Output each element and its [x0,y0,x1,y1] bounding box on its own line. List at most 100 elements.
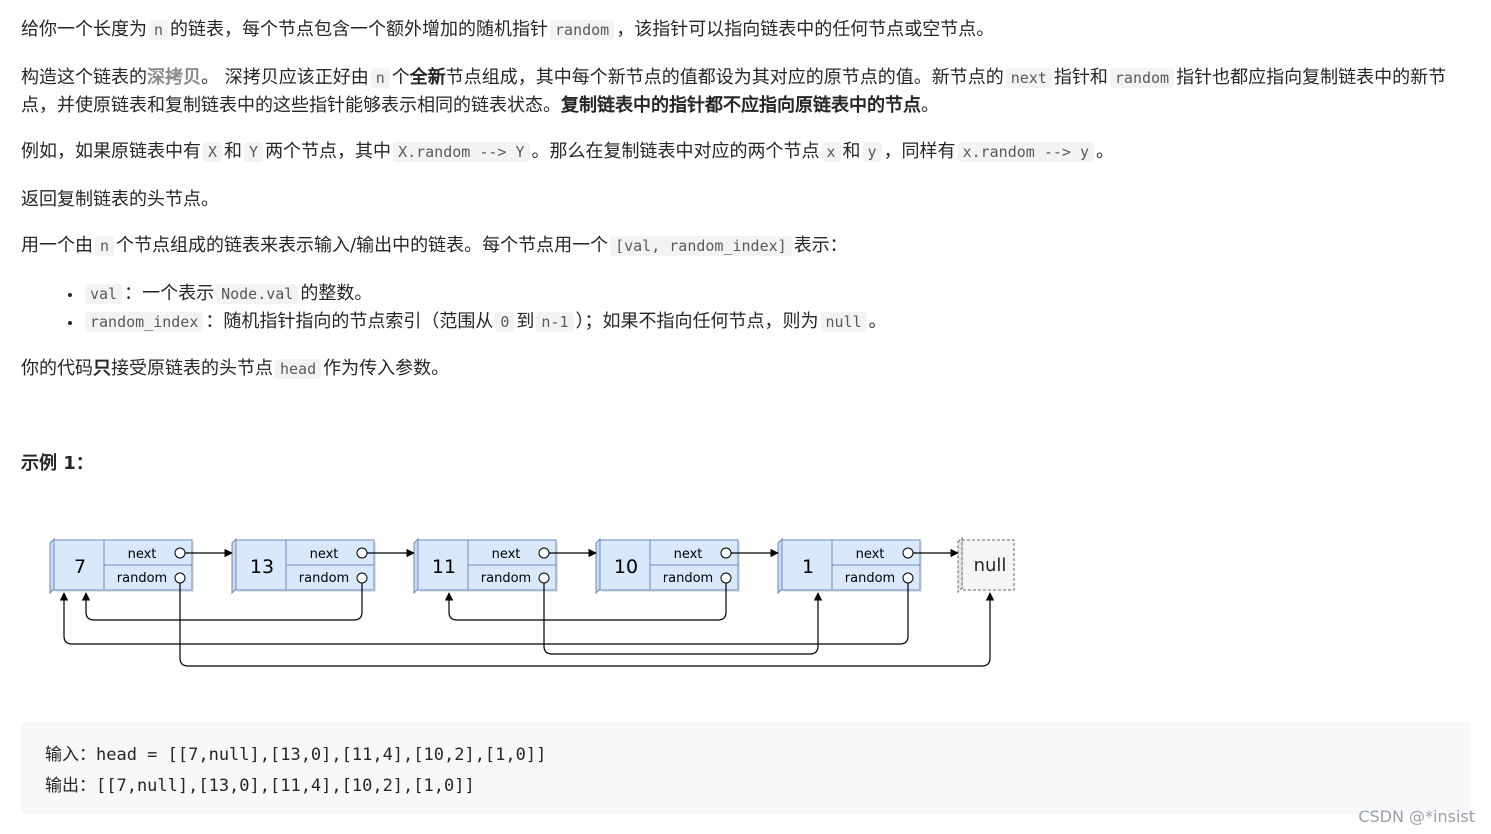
null-label: null [974,555,1007,576]
text: 你的代码 [21,358,93,379]
text: ）；如果不指向任何节点，则为 [575,311,819,332]
text: 。 [868,311,887,332]
inline-code: random [1109,68,1175,88]
linked-list-diagram: 7 next random 13 next random 11 next random 10 nex… [49,536,1015,667]
inline-code: y [862,142,882,162]
text: 给你一个长度为 [21,19,147,40]
inline-code: n [149,20,169,40]
emphasis: 复制链表中的指针都不应指向原链表中的节点 [561,95,921,116]
next-pointer-dot [902,547,914,559]
random-arrow [444,583,727,621]
text: 。 深拷贝应该正好由 [201,67,369,88]
text: 节点组成，其中每个新节点的值都设为其对应的原节点的值。新节点的 [445,67,1004,88]
inline-code: Y [244,142,264,162]
input-line: 输入：head = [[7,null],[13,0],[11,4],[10,2]… [45,745,547,765]
text: 例如，如果原链表中有 [21,141,201,162]
next-pointer-dot [174,547,186,559]
text: ：随机指针指向的节点索引（范围从 [205,311,494,332]
text: 的链表，每个节点包含一个额外增加的随机指针 [170,19,549,40]
node-value: 13 [250,556,274,578]
text: ，该指针可以指向链表中的任何节点或空节点。 [616,19,995,40]
list-node: 10 next random [595,537,740,595]
text: ，同样有 [883,141,956,162]
node-value: 11 [432,556,456,578]
inline-code: Node.val [216,284,299,304]
text: 指针也都应指向复制链表中的新节点，并使原链表和复制链表中的这些指针能够表示相同的… [21,67,1447,116]
null-node: null [957,536,1015,594]
text: 。 [921,95,939,116]
inline-code: X [203,142,223,162]
node-value: 1 [802,556,814,578]
random-arrow [59,583,909,645]
text: 的整数。 [300,283,373,304]
emphasis: 全新 [409,67,446,88]
next-pointer-dot [356,547,368,559]
next-pointer-dot [720,547,732,559]
text: ：一个表示 [124,283,215,304]
text: 。那么在复制链表中对应的两个节点 [531,141,820,162]
inline-code: n-1 [536,312,574,332]
next-label: next [310,547,339,562]
emphasis: 深拷贝 [147,67,201,88]
text: 。 [1096,141,1114,162]
random-arrow [543,583,823,655]
inline-code: val [85,284,123,304]
inline-code: 0 [495,312,515,332]
list-node: 1 next random [777,537,922,595]
text: 个 [391,67,410,88]
random-pointer-dot [720,572,732,584]
node-value: 7 [74,556,86,578]
inline-code: head [275,359,322,379]
inline-code: next [1005,68,1052,88]
next-label: next [492,547,521,562]
inline-code: n [95,236,115,256]
example-code-block: 输入：head = [[7,null],[13,0],[11,4],[10,2]… [21,722,1471,814]
inline-code: random [550,20,615,40]
random-label: random [663,571,713,586]
random-arrow [81,583,363,621]
text: 两个节点，其中 [265,141,392,162]
next-label: next [674,547,703,562]
inline-code: null [820,312,867,332]
list-node: 11 next random [413,537,558,595]
inline-code: x [821,142,841,162]
output-line: 输出：[[7,null],[13,0],[11,4],[10,2],[1,0]] [45,776,475,796]
random-arrow [179,583,995,667]
random-label: random [845,571,895,586]
emphasis: 只 [93,358,111,379]
text: 表示： [793,235,848,256]
next-pointer-dot [538,547,550,559]
text: 和 [842,141,861,162]
inline-code: X.random --> Y [393,142,530,162]
text: 指针和 [1053,67,1108,88]
next-label: next [856,547,885,562]
node-value: 10 [614,556,638,578]
random-label: random [117,571,167,586]
text: 作为传入参数。 [323,358,450,379]
random-pointer-dot [538,572,550,584]
example-title: 示例 1： [21,453,94,474]
next-label: next [128,547,157,562]
text: 和 [224,141,243,162]
text: 用一个由 [21,235,93,256]
random-pointer-dot [356,572,368,584]
random-pointer-dot [902,572,914,584]
list-item: random_index：随机指针指向的节点索引（范围从0到n-1）；如果不指向… [83,308,887,336]
text: 到 [516,311,535,332]
paragraph-return: 返回复制链表的头节点。 [21,189,219,210]
inline-code: n [370,68,390,88]
text: 个节点组成的链表来表示输入/输出中的链表。每个节点用一个 [116,235,609,256]
random-label: random [481,571,531,586]
text: 构造这个链表的 [21,67,147,88]
random-pointer-dot [174,572,186,584]
list-node: 7 next random [49,537,194,595]
inline-code: [val, random_index] [610,236,792,256]
